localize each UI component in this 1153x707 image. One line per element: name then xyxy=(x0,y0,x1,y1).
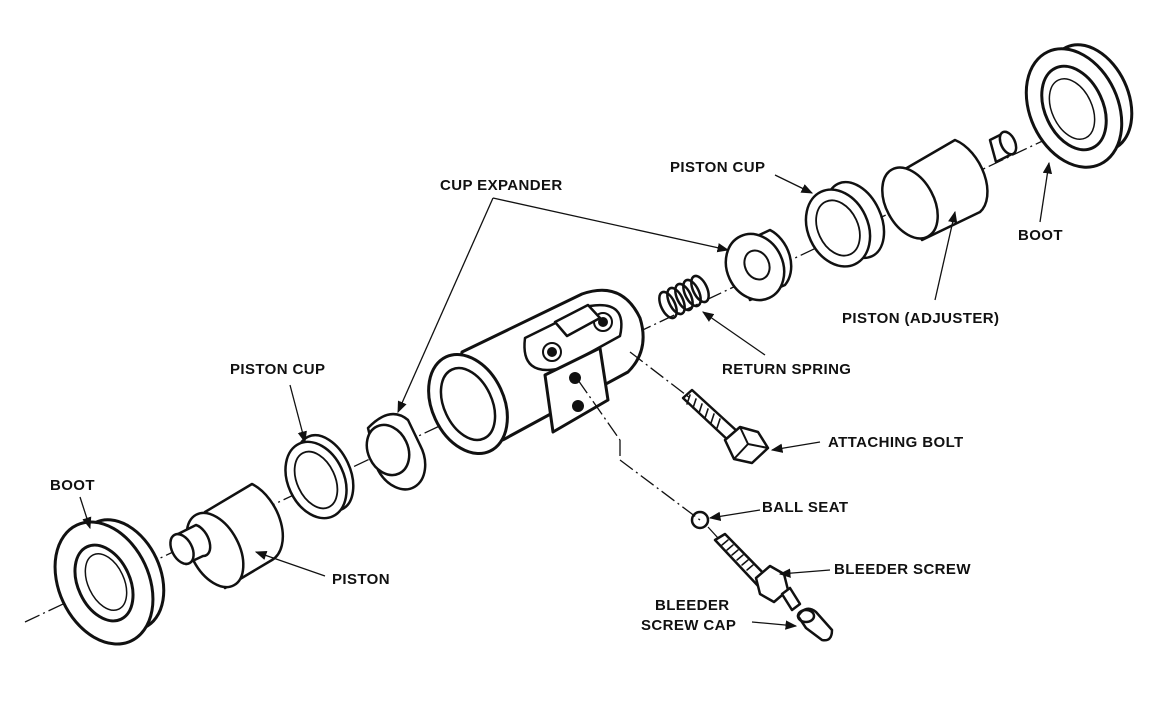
piston-left-part xyxy=(169,482,285,590)
label-ball-seat: BALL SEAT xyxy=(762,499,848,516)
cup-expander-right-part xyxy=(724,228,793,302)
label-bleeder-screw-cap-line2: SCREW CAP xyxy=(641,617,736,634)
piston-adjuster-part xyxy=(881,130,1018,242)
leader-lines xyxy=(79,161,1053,630)
label-bleeder-screw-cap-line1: BLEEDER xyxy=(655,597,729,614)
label-boot-left: BOOT xyxy=(50,477,95,494)
piston-cup-left-part xyxy=(284,433,355,520)
boot-right-part xyxy=(1024,43,1134,169)
label-piston-cup-right: PISTON CUP xyxy=(670,159,765,176)
auxiliary-axes xyxy=(577,351,719,539)
label-piston-cup-left: PISTON CUP xyxy=(230,361,325,378)
attaching-bolt-part xyxy=(681,388,770,465)
return-spring-part xyxy=(658,274,710,320)
label-boot-right: BOOT xyxy=(1018,227,1063,244)
label-cup-expander: CUP EXPANDER xyxy=(440,177,563,194)
cup-expander-left-part xyxy=(365,412,427,491)
piston-cup-right-part xyxy=(804,180,886,268)
part-labels: CUP EXPANDER PISTON CUP BOOT PISTON (ADJ… xyxy=(50,159,1063,634)
label-attaching-bolt: ATTACHING BOLT xyxy=(828,434,964,451)
label-return-spring: RETURN SPRING xyxy=(722,361,851,378)
bleeder-screw-cap-part xyxy=(796,607,834,642)
label-bleeder-screw: BLEEDER SCREW xyxy=(834,561,971,578)
boot-left-part xyxy=(53,518,166,646)
label-piston: PISTON xyxy=(332,571,390,588)
wheel-cylinder-body xyxy=(427,288,645,456)
label-piston-adjuster: PISTON (ADJUSTER) xyxy=(842,310,999,327)
